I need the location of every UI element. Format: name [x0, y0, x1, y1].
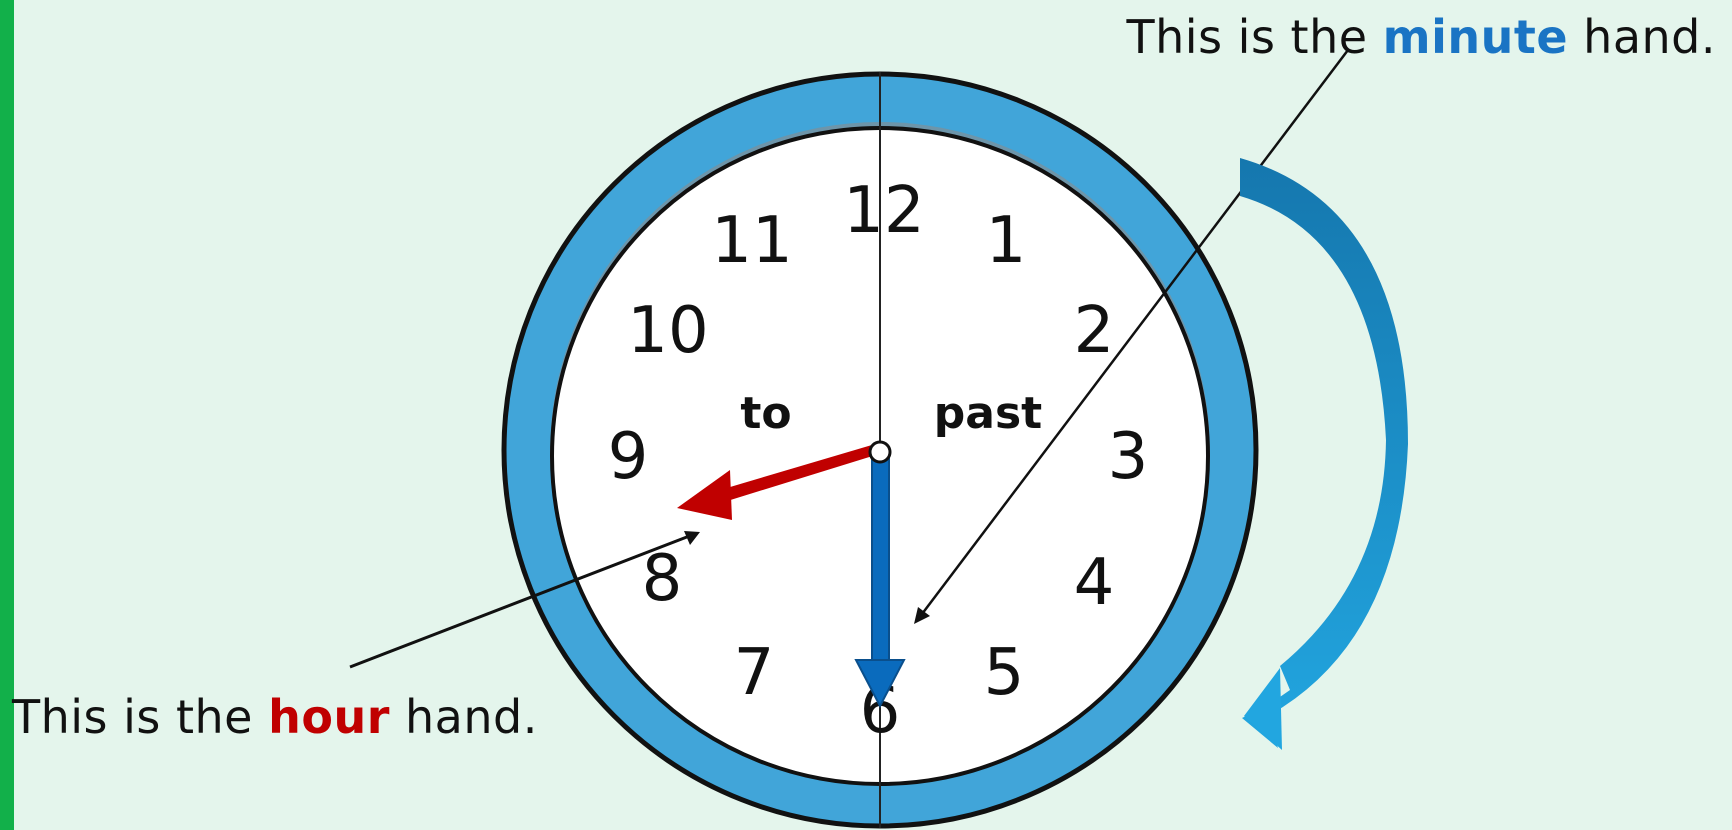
numeral-3: 3: [1108, 420, 1149, 494]
past-label: past: [934, 388, 1042, 439]
numeral-9: 9: [608, 420, 649, 494]
numeral-5: 5: [984, 636, 1025, 710]
numeral-11: 11: [711, 204, 792, 278]
numeral-7: 7: [734, 636, 775, 710]
hour-hand-caption: This is the hour hand.: [12, 690, 538, 744]
numeral-1: 1: [986, 204, 1027, 278]
numeral-12: 12: [843, 174, 924, 248]
minute-caption-prefix: This is the: [1127, 10, 1383, 64]
numeral-10: 10: [627, 294, 708, 368]
centre-pin: [870, 442, 890, 462]
minute-caption-suffix: hand.: [1568, 10, 1716, 64]
hour-caption-prefix: This is the: [12, 690, 268, 744]
numeral-2: 2: [1074, 294, 1115, 368]
minute-hand-caption: This is the minute hand.: [1127, 10, 1716, 64]
numeral-4: 4: [1074, 546, 1115, 620]
minute-keyword: minute: [1383, 10, 1568, 64]
hour-keyword: hour: [268, 690, 390, 744]
to-label: to: [740, 388, 791, 439]
hour-caption-suffix: hand.: [390, 690, 538, 744]
clockwise-arrow-icon: [1240, 158, 1408, 750]
